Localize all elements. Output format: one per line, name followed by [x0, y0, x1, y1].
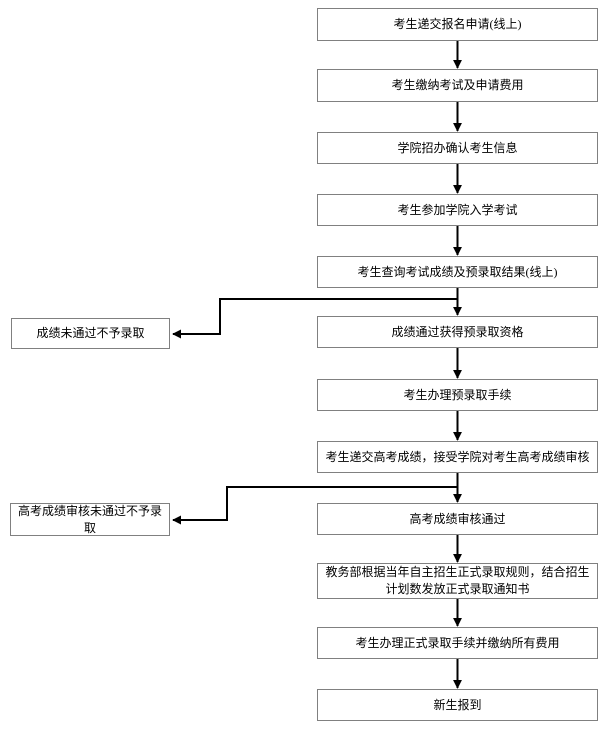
- flow-node-formal-admission-pay-fees: 考生办理正式录取手续并缴纳所有费用: [317, 627, 598, 659]
- flow-node-gaokao-review-passed: 高考成绩审核通过: [317, 503, 598, 535]
- flow-node-submit-gaokao-scores: 考生递交高考成绩，接受学院对考生高考成绩审核: [317, 441, 598, 473]
- arrow-branch-reject-gaokao: [172, 486, 458, 525]
- flow-node-entrance-exam: 考生参加学院入学考试: [317, 194, 598, 226]
- flow-node-preadmission-granted: 成绩通过获得预录取资格: [317, 316, 598, 348]
- flow-node-pay-fees: 考生缴纳考试及申请费用: [317, 69, 598, 102]
- flow-node-submit-application: 考生递交报名申请(线上): [317, 8, 598, 41]
- flow-node-issue-admission-letter: 教务部根据当年自主招生正式录取规则，结合招生计划数发放正式录取通知书: [317, 563, 598, 599]
- arrow-branch-reject-exam: [172, 298, 458, 339]
- flow-node-confirm-info: 学院招办确认考生信息: [317, 132, 598, 164]
- flow-node-preadmission-formalities: 考生办理预录取手续: [317, 379, 598, 411]
- flow-node-check-results: 考生查询考试成绩及预录取结果(线上): [317, 256, 598, 288]
- flow-node-reject-exam-fail: 成绩未通过不予录取: [11, 318, 170, 349]
- flow-node-freshman-registration: 新生报到: [317, 689, 598, 721]
- flow-node-reject-gaokao-fail: 高考成绩审核未通过不予录取: [10, 503, 170, 536]
